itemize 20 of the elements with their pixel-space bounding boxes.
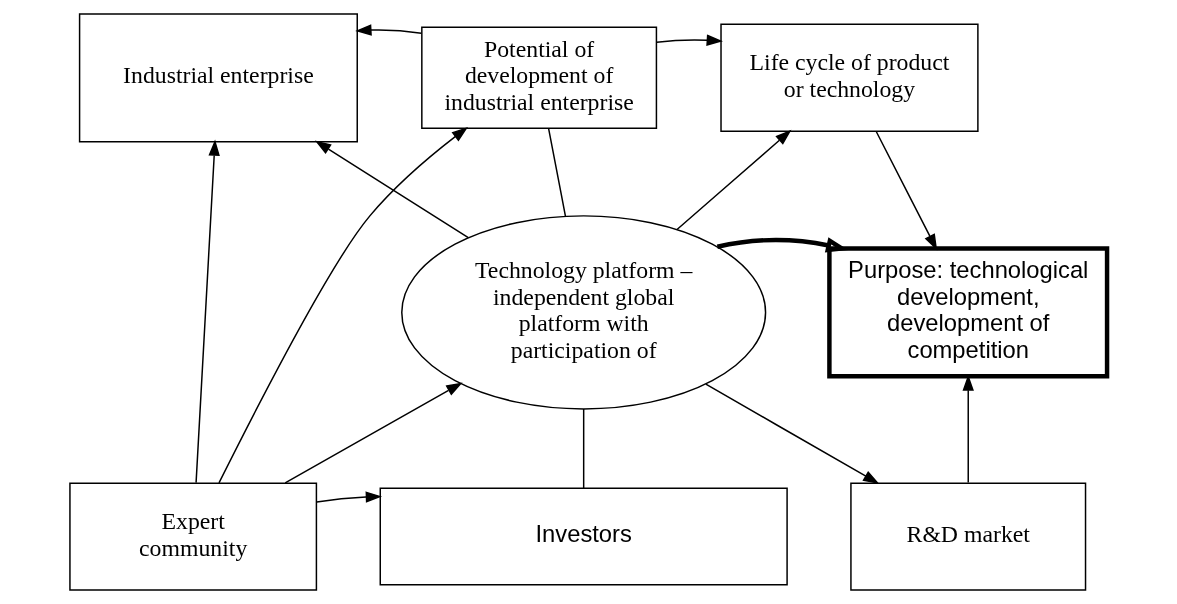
node-box: Potential of development of industrial enterprise	[421, 26, 658, 129]
arrow	[676, 129, 792, 231]
node-ellipse: Technology platform – independent global platform with participation of	[401, 215, 767, 410]
node-box: R&D market	[850, 482, 1087, 591]
node-box: Investors	[379, 487, 788, 586]
arrow	[218, 126, 468, 484]
arrow	[705, 383, 880, 484]
arrow	[355, 24, 423, 36]
connector	[582, 408, 585, 489]
arrow	[716, 237, 849, 253]
arrow	[316, 491, 383, 503]
arrow	[284, 382, 463, 484]
arrow	[314, 140, 469, 239]
node-box: Purpose: technological development, development of competition	[827, 246, 1110, 379]
node-box: Industrial enterprise	[78, 13, 358, 143]
connector	[547, 127, 567, 217]
node-box: Life cycle of product or technology	[720, 23, 979, 132]
arrow	[655, 34, 723, 46]
node-box: Expert community	[69, 482, 318, 591]
arrow	[195, 139, 220, 484]
